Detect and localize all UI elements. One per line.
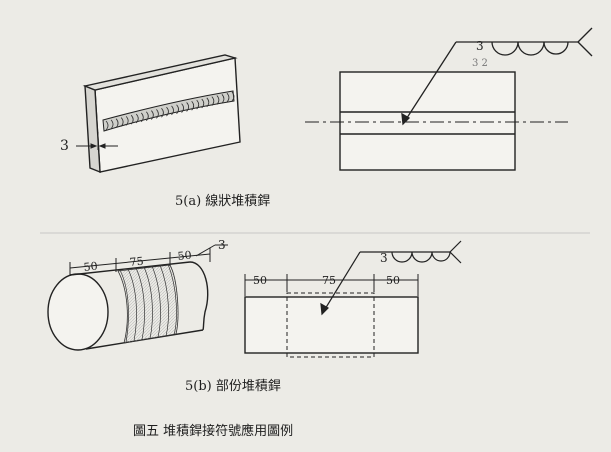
weld-bead-ripples xyxy=(105,91,235,131)
cylinder-dims xyxy=(69,244,228,276)
symbol-a-size-top: 3 xyxy=(476,39,484,53)
rod-dim-3: 50 xyxy=(386,274,400,287)
cyl-dim-3: 50 xyxy=(177,249,192,263)
weld-symbol-b xyxy=(320,240,462,316)
caption-a: 5(a) 線狀堆積銲 xyxy=(175,194,271,209)
rod-dim-1: 50 xyxy=(253,274,267,287)
rod-dims xyxy=(244,274,419,296)
plate-dim-label: 3 xyxy=(60,138,69,154)
rod-surfaced-region xyxy=(286,292,375,358)
rod-front-view xyxy=(244,296,419,354)
symbol-a-size-bottom: 3 2 xyxy=(472,58,488,69)
cyl-dim-value: 3 xyxy=(218,238,226,252)
cyl-dim-2: 75 xyxy=(129,255,144,269)
rod-dim-2: 75 xyxy=(322,274,336,287)
front-view-plate xyxy=(339,71,516,171)
weld-symbol-a xyxy=(401,27,593,126)
cylinder xyxy=(47,261,209,351)
cylinder-band-ripples xyxy=(119,263,177,343)
symbol-b-size: 3 xyxy=(380,251,388,265)
caption-b: 5(b) 部份堆積銲 xyxy=(185,379,281,394)
figure-caption: 圖五 堆積銲接符號應用圖例 xyxy=(133,424,294,439)
cyl-dim-1: 50 xyxy=(83,260,98,274)
cylinder-surfacing-band xyxy=(117,264,179,344)
plate-dim-marks xyxy=(76,132,118,150)
